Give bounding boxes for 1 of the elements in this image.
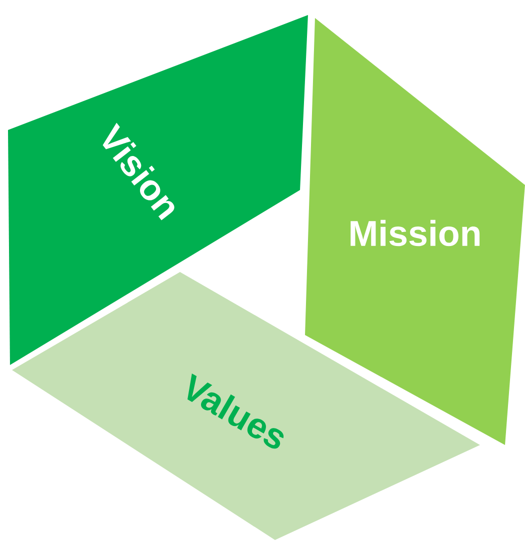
panel: Mission xyxy=(305,18,525,445)
